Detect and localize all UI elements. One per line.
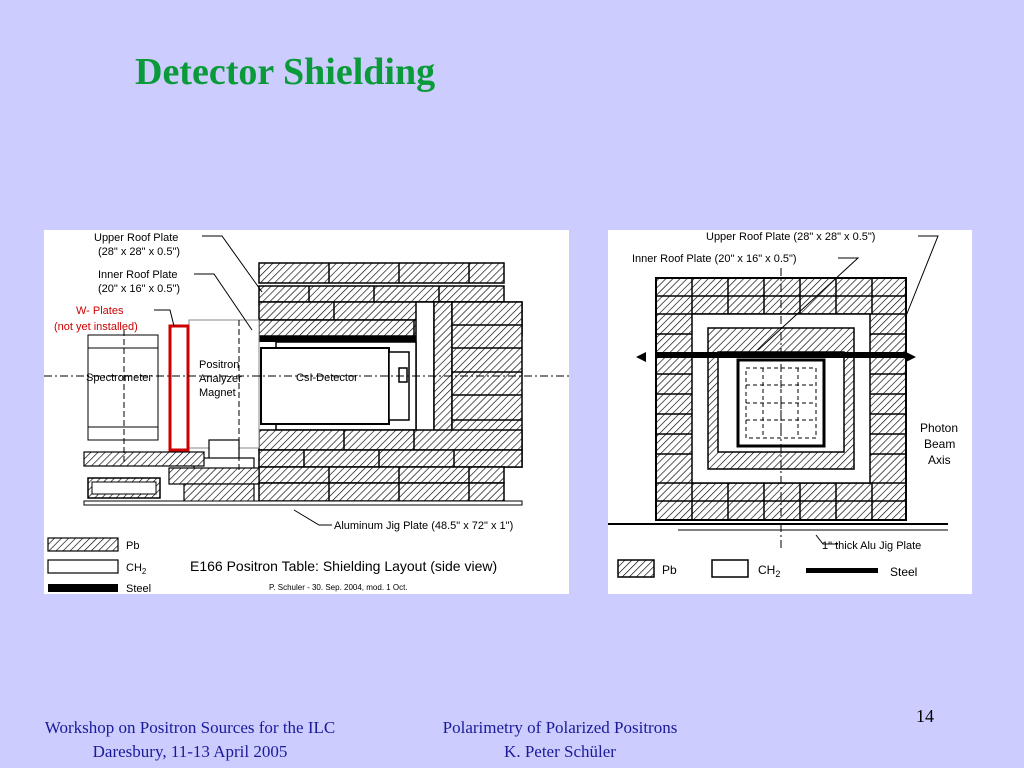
w-plates-note: (not yet installed): [54, 321, 138, 333]
spectrometer: [83, 334, 205, 499]
legend-pb-swatch: [47, 537, 119, 552]
front-legend-pb: Pb: [662, 563, 677, 577]
photon-label: Photon: [920, 421, 958, 435]
footer-talk: Polarimetry of Polarized Positrons K. Pe…: [400, 716, 720, 764]
footer-workshop-name: Workshop on Positron Sources for the ILC: [44, 718, 336, 737]
slide-title: Detector Shielding: [135, 51, 436, 93]
jig-plate-label: Aluminum Jig Plate (48.5" x 72" x 1"): [334, 520, 513, 532]
footer-workshop-place: Daresbury, 11-13 April 2005: [92, 742, 288, 761]
front-jig-plate-label: 1" thick Alu Jig Plate: [822, 540, 921, 552]
leader-lines: [154, 235, 332, 526]
magnet-label-2: Analyzer: [199, 373, 242, 385]
front-upper-roof-label: Upper Roof Plate (28" x 28" x 0.5"): [706, 231, 875, 243]
front-legend-ch2-swatch: [711, 559, 749, 578]
front-legend: Pb CH2 Steel: [617, 559, 917, 579]
inner-roof-label: Inner Roof Plate: [98, 269, 178, 281]
legend-ch2-swatch: [47, 559, 119, 574]
side-view-svg: Upper Roof Plate (28" x 28" x 0.5") Inne…: [44, 232, 569, 594]
footer-author: K. Peter Schüler: [504, 742, 616, 761]
axis-label: Axis: [928, 453, 951, 467]
upper-roof-blocks: [258, 262, 505, 303]
w-plates-label: W- Plates: [76, 305, 124, 317]
spectrometer-label: Spectrometer: [86, 372, 152, 384]
legend-steel: Steel: [126, 583, 151, 594]
footer-talk-title: Polarimetry of Polarized Positrons: [442, 718, 678, 737]
side-view-diagram: Upper Roof Plate (28" x 28" x 0.5") Inne…: [44, 230, 569, 594]
w-plate: [168, 324, 190, 452]
legend-pb: Pb: [126, 540, 139, 552]
magnet-label-3: Magnet: [199, 387, 236, 399]
front-view-diagram: Upper Roof Plate (28" x 28" x 0.5") Inne…: [608, 230, 972, 594]
front-legend-ch2: CH2: [758, 563, 780, 579]
upper-roof-dim: (28" x 28" x 0.5"): [98, 246, 180, 258]
front-legend-pb-swatch: [617, 559, 655, 578]
magnet-label-1: Positron: [199, 359, 239, 371]
detector-label: CsI-Detector: [296, 372, 358, 384]
legend-ch2: CH2: [126, 562, 147, 576]
csi-detector: [260, 347, 410, 425]
inner-roof-dim: (20" x 16" x 0.5"): [98, 283, 180, 295]
side-view-caption: E166 Positron Table: Shielding Layout (s…: [190, 558, 497, 574]
magnet-and-supports: [168, 319, 260, 503]
right-arrow-icon: [906, 352, 916, 362]
front-inner-roof-label: Inner Roof Plate (20" x 16" x 0.5"): [632, 253, 797, 265]
front-legend-steel: Steel: [890, 565, 917, 579]
front-legend-steel-swatch: [806, 568, 878, 573]
upper-roof-label: Upper Roof Plate: [94, 232, 178, 244]
beam-label: Beam: [924, 437, 955, 451]
author-note: P. Schuler - 30. Sep. 2004, mod. 1 Oct.: [269, 583, 408, 592]
page-number: 14: [916, 706, 934, 726]
front-leader-lines: [757, 235, 939, 545]
bottom-shield-blocks: [258, 429, 523, 502]
side-legend: Pb CH2 Steel: [47, 537, 151, 594]
jig-plate: [83, 500, 523, 506]
left-arrow-icon: [636, 352, 646, 362]
footer-workshop: Workshop on Positron Sources for the ILC…: [10, 716, 370, 764]
front-view-svg: Upper Roof Plate (28" x 28" x 0.5") Inne…: [608, 231, 958, 579]
legend-steel-swatch: [48, 584, 118, 592]
